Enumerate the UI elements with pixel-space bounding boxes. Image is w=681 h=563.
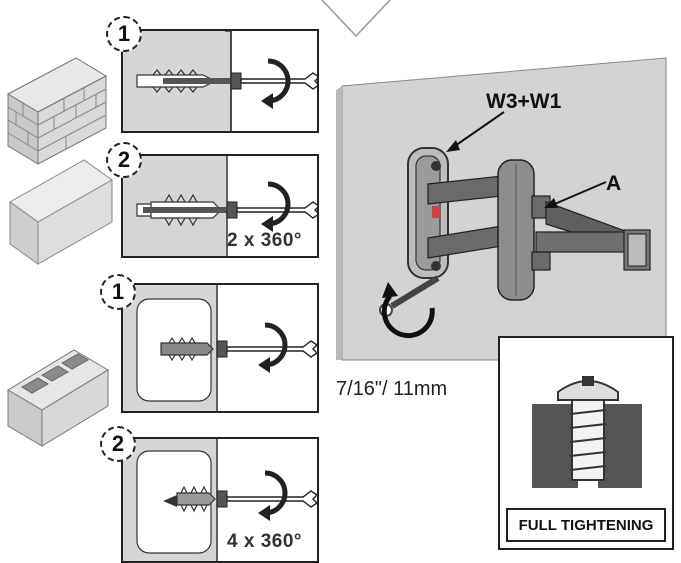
brick-wall-icon: [6, 57, 108, 165]
step-panel-1: [121, 29, 319, 133]
step-badge-3: 1: [100, 274, 136, 310]
rotation-label-step-2: 2 x 360°: [227, 230, 302, 251]
hollow-block-icon: [7, 349, 109, 447]
full-tightening-panel: FULL TIGHTENING: [498, 336, 674, 550]
arm-callout-label: A: [606, 172, 622, 195]
step-panel-3: [121, 283, 319, 413]
wall-mount-illustration: [336, 57, 667, 361]
step-panel-2: 2 x 360°: [121, 154, 319, 258]
top-chevron-decoration: [321, 0, 391, 38]
screw-tightening-icon: [532, 376, 642, 488]
full-tightening-label: FULL TIGHTENING: [506, 508, 666, 542]
rotation-label-step-4: 4 x 360°: [227, 531, 302, 552]
wrench-size-label: 7/16"/ 11mm: [336, 378, 448, 400]
bolt-callout-label: W3+W1: [486, 90, 562, 113]
step-panel-4: 4 x 360°: [121, 437, 319, 563]
step-badge-2: 2: [106, 142, 142, 178]
concrete-block-icon: [9, 159, 113, 265]
step-badge-1: 1: [106, 16, 142, 52]
step-badge-4: 2: [100, 426, 136, 462]
